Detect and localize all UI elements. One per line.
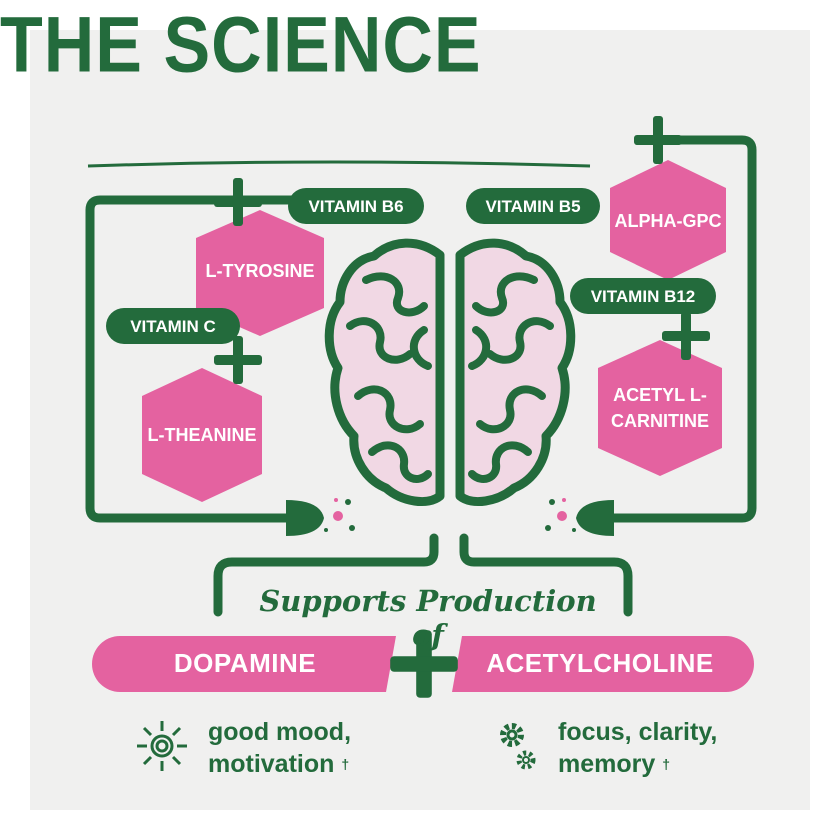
vitamin-c-pill	[106, 308, 240, 344]
acetylcholine-benefits: focus, clarity, memory †	[558, 716, 717, 780]
benefit-left-line2: motivation †	[208, 750, 350, 778]
plus-icon	[634, 116, 682, 164]
vitamin-b12-label: VITAMIN B12	[590, 287, 696, 306]
dagger-mark: †	[341, 756, 350, 772]
acetylcholine-pill	[452, 636, 754, 692]
acetyl-carnitine-label-line1: ACETYL L-	[613, 385, 707, 405]
acetyl-carnitine-hexagon	[598, 340, 722, 476]
l-tyrosine-label: L-TYROSINE	[205, 261, 315, 281]
benefit-right-line1: focus, clarity,	[558, 718, 718, 746]
vitamin-c-label: VITAMIN C	[130, 317, 216, 336]
dopamine-label: DOPAMINE	[173, 648, 317, 678]
l-theanine-hexagon	[142, 368, 262, 502]
page-title: THE SCIENCE	[0, 1, 482, 89]
bottom-bracket	[213, 533, 633, 617]
left-synapse-icon	[324, 498, 355, 532]
dopamine-benefits: good mood, motivation †	[208, 716, 351, 780]
dopamine-pill	[92, 636, 396, 692]
alpha-gpc-hexagon	[610, 160, 726, 280]
vitamin-b6-label: VITAMIN B6	[308, 197, 404, 216]
title-underline	[87, 160, 591, 168]
vitamin-b6-pill	[288, 188, 424, 224]
vitamin-b5-pill	[466, 188, 600, 224]
l-tyrosine-hexagon	[196, 210, 324, 336]
l-theanine-label: L-THEANINE	[147, 425, 257, 445]
benefit-right-line2: memory †	[558, 750, 671, 778]
right-connector-line	[576, 135, 757, 536]
benefit-left-line1: good mood,	[208, 718, 352, 746]
sun-icon	[137, 721, 187, 771]
left-connector-line	[85, 195, 324, 536]
alpha-gpc-label: ALPHA-GPC	[614, 211, 722, 231]
right-synapse-icon	[545, 498, 576, 532]
center-plus-icon	[390, 630, 458, 698]
gears-icon	[500, 723, 536, 770]
vitamin-b12-pill	[570, 278, 716, 314]
acetyl-carnitine-label-line2: CARNITINE	[611, 411, 709, 431]
supports-production-text: Supports Production of	[259, 584, 597, 652]
vitamin-b5-label: VITAMIN B5	[485, 197, 581, 216]
brain-icon	[324, 238, 576, 507]
acetylcholine-label: ACETYLCHOLINE	[486, 648, 714, 678]
dagger-mark: †	[662, 756, 671, 772]
